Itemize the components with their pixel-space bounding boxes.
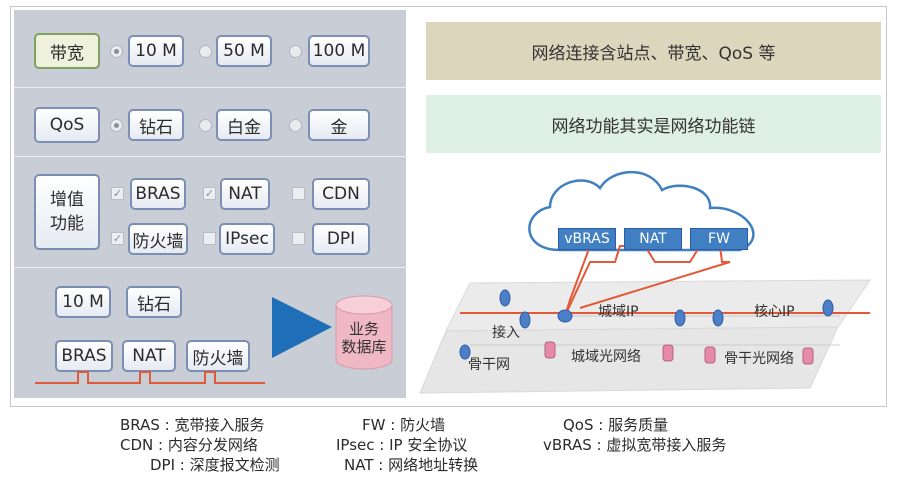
qos-radio-gold[interactable] <box>289 119 302 132</box>
label-backbone: 骨干网 <box>468 357 510 373</box>
row-divider <box>14 87 406 88</box>
vas-check-ipsec[interactable] <box>203 232 216 245</box>
legend-item-nat: NAT : 网络地址转换 <box>344 456 479 474</box>
vas-check-firewall[interactable]: ✓ <box>111 232 124 245</box>
router-icon <box>459 289 834 360</box>
cloud-function-vbras: vBRAS <box>558 228 616 250</box>
arrow-icon <box>272 297 332 358</box>
bandwidth-radio-10m[interactable] <box>110 45 123 58</box>
legend-item-bras: BRAS : 宽带接入服务 <box>120 416 265 434</box>
legend-item-dpi: DPI : 深度报文检测 <box>150 456 280 474</box>
bandwidth-option-10m[interactable]: 10 M <box>128 35 184 67</box>
legend-item-cdn: CDN : 内容分发网络 <box>120 436 258 454</box>
legend-item-vbras: vBRAS : 虚拟宽带接入服务 <box>543 436 727 454</box>
label-core-ip: 核心IP <box>754 304 795 320</box>
selected-qos: 钻石 <box>126 286 182 318</box>
chain-item-bras: BRAS <box>55 340 113 372</box>
bandwidth-option-50m[interactable]: 50 M <box>216 35 272 67</box>
network-plane <box>419 279 871 394</box>
label-access: 接入 <box>492 325 520 341</box>
qos-radio-platinum[interactable] <box>199 119 212 132</box>
qos-radio-diamond[interactable] <box>110 119 123 132</box>
bandwidth-radio-50m[interactable] <box>199 45 212 58</box>
row-divider <box>14 267 406 268</box>
vas-check-cdn[interactable] <box>292 187 305 200</box>
vas-check-dpi[interactable] <box>292 232 305 245</box>
vas-option-cdn[interactable]: CDN <box>312 178 370 210</box>
selected-bandwidth: 10 M <box>55 286 111 318</box>
bandwidth-label: 带宽 <box>34 33 100 69</box>
label-backbone-optical: 骨干光网络 <box>724 351 794 367</box>
label-metro-optical: 城域光网络 <box>571 349 641 365</box>
cloud-function-nat: NAT <box>624 228 682 250</box>
vas-option-bras[interactable]: BRAS <box>130 178 186 210</box>
chain-line <box>35 371 265 384</box>
database-icon <box>335 295 393 370</box>
qos-option-gold[interactable]: 金 <box>308 109 370 141</box>
vas-option-dpi[interactable]: DPI <box>312 223 370 255</box>
chain-item-firewall: 防火墙 <box>186 340 250 372</box>
vas-check-bras[interactable]: ✓ <box>111 187 124 200</box>
chain-link-line <box>564 245 731 317</box>
vas-option-firewall[interactable]: 防火墙 <box>128 223 188 255</box>
value-added-label: 增值 功能 <box>34 174 100 250</box>
chain-item-nat: NAT <box>122 340 176 372</box>
legend-item-fw: FW : 防火墙 <box>362 416 446 434</box>
vas-option-ipsec[interactable]: IPsec <box>219 223 275 255</box>
qos-option-diamond[interactable]: 钻石 <box>128 109 184 141</box>
database-label: 业务 数据库 <box>341 320 387 356</box>
legend-item-qos: QoS : 服务质量 <box>563 416 669 434</box>
row-divider <box>14 156 406 157</box>
cloud-function-fw: FW <box>690 228 748 250</box>
banner-network-connection: 网络连接含站点、带宽、QoS 等 <box>426 22 881 80</box>
banner-function-chain: 网络功能其实是网络功能链 <box>426 95 881 153</box>
vas-option-nat[interactable]: NAT <box>220 178 270 210</box>
bandwidth-option-100m[interactable]: 100 M <box>308 35 370 67</box>
legend-item-ipsec: IPsec : IP 安全协议 <box>336 436 468 454</box>
qos-label: QoS <box>34 107 100 143</box>
qos-option-platinum[interactable]: 白金 <box>216 109 272 141</box>
label-metro-ip: 城域IP <box>598 304 639 320</box>
vas-check-nat[interactable]: ✓ <box>203 187 216 200</box>
bandwidth-radio-100m[interactable] <box>289 45 302 58</box>
optical-node-icon <box>544 341 814 365</box>
